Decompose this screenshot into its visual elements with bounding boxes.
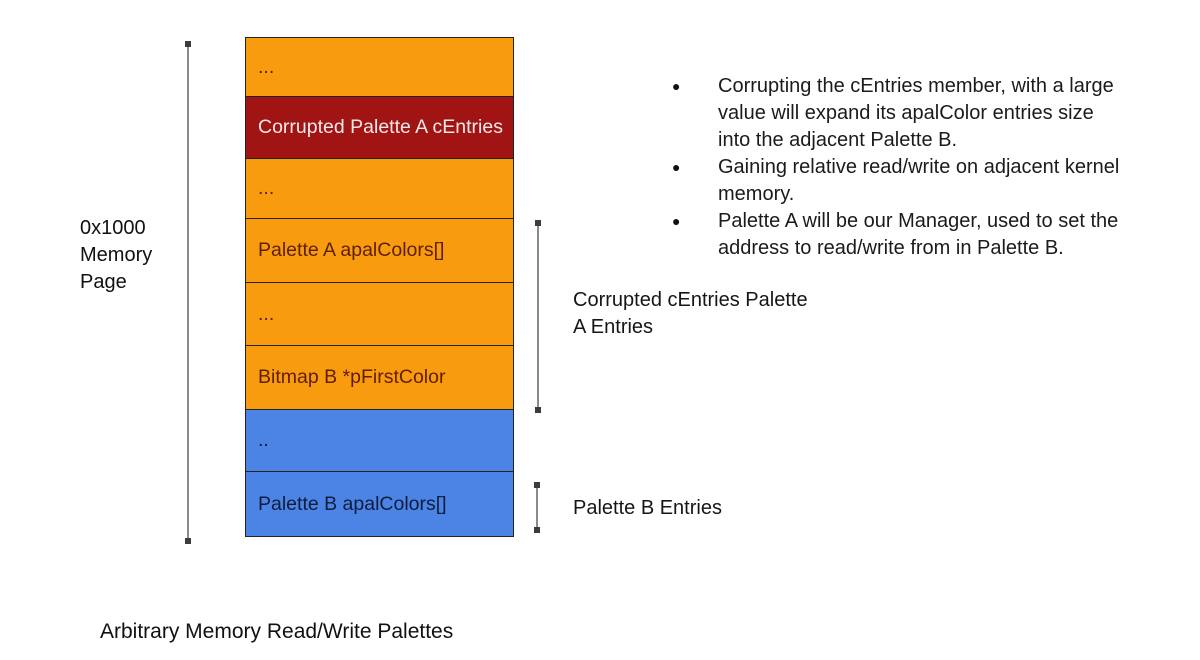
- bullet-icon: ●: [672, 159, 681, 175]
- bullet-list: ● Corrupting the cEntries member, with a…: [672, 73, 1177, 262]
- corrupted-centries-palette-a-label: Corrupted cEntries Palette A Entries: [573, 289, 808, 338]
- memory-block-bitmap-b-pfirstcolor: Bitmap B *pFirstColor: [246, 345, 513, 409]
- memory-page-label: 0x1000 Memory Page: [80, 217, 153, 293]
- memory-block-filler: ...: [246, 158, 513, 218]
- memory-block-corrupted-centries: Corrupted Palette A cEntries: [246, 96, 513, 158]
- palette-b-entries-label: Palette B Entries: [573, 497, 722, 519]
- bullet-item: ● Corrupting the cEntries member, with a…: [672, 73, 1177, 154]
- memory-block-label: ...: [258, 55, 275, 78]
- bullet-icon: ●: [672, 78, 681, 94]
- memory-block-label: Bitmap B *pFirstColor: [258, 366, 446, 388]
- memory-block-filler-top: ...: [246, 38, 513, 96]
- bullet-icon: ●: [672, 213, 681, 229]
- memory-block-filler-blue: ..: [246, 409, 513, 471]
- bullet-text: Palette A will be our Manager, used to s…: [718, 210, 1119, 259]
- bracket-handle-icon: [535, 407, 541, 413]
- bullet-text: Gaining relative read/write on adjacent …: [718, 156, 1120, 205]
- memory-page-bracket: [185, 41, 191, 544]
- memory-block-label: Corrupted Palette A cEntries: [258, 116, 503, 138]
- bracket-handle-icon: [185, 538, 191, 544]
- memory-block-label: ..: [258, 429, 269, 451]
- memory-block-palette-b-apalcolors: Palette B apalColors[]: [246, 471, 513, 536]
- memory-stack: ... Corrupted Palette A cEntries ... Pal…: [245, 37, 514, 537]
- diagram-caption: Arbitrary Memory Read/Write Palettes: [100, 620, 454, 643]
- bracket-handle-icon: [535, 220, 541, 226]
- bracket-handle-icon: [534, 527, 540, 533]
- palette-b-entries-bracket: [534, 482, 540, 533]
- bullet-item: ● Gaining relative read/write on adjacen…: [672, 154, 1177, 208]
- memory-block-label: ...: [258, 302, 275, 325]
- memory-block-label: Palette B apalColors[]: [258, 492, 447, 515]
- memory-block-label: ...: [258, 177, 275, 199]
- memory-block-filler: ...: [246, 282, 513, 345]
- memory-block-label: Palette A apalColors[]: [258, 239, 445, 261]
- bracket-handle-icon: [534, 482, 540, 488]
- bullet-item: ● Palette A will be our Manager, used to…: [672, 208, 1177, 262]
- bracket-handle-icon: [185, 41, 191, 47]
- memory-block-palette-a-apalcolors: Palette A apalColors[]: [246, 218, 513, 282]
- bullet-text: Corrupting the cEntries member, with a l…: [718, 75, 1114, 151]
- palette-a-entries-bracket: [535, 220, 541, 413]
